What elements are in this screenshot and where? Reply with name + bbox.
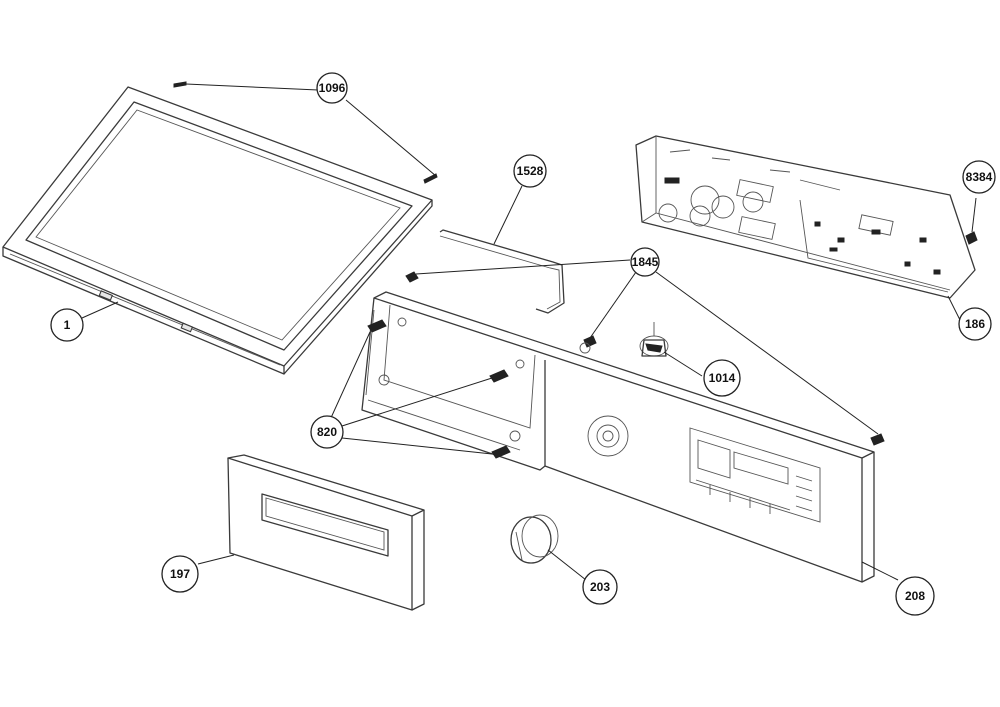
callout-1-label: 1 (64, 318, 71, 332)
callout-1096: 1096 (316, 72, 348, 104)
callout-203: 203 (582, 569, 618, 605)
screw-1845-c (870, 433, 885, 446)
callout-1845-label: 1845 (632, 255, 659, 269)
callout-1528-label: 1528 (517, 164, 544, 178)
callout-8384: 8384 (962, 160, 996, 194)
callout-1014-label: 1014 (709, 371, 736, 385)
screw-1096-right (423, 173, 438, 184)
callout-1: 1 (50, 308, 84, 342)
callout-1528: 1528 (513, 154, 547, 188)
top-cover-part (2, 86, 433, 375)
callout-820-label: 820 (317, 425, 337, 439)
callout-208-label: 208 (905, 589, 925, 603)
callout-186: 186 (958, 307, 992, 341)
callout-203-label: 203 (590, 580, 610, 594)
screw-1845-a (405, 271, 419, 283)
control-board-part (635, 135, 976, 299)
control-panel-part (361, 291, 875, 583)
callout-8384-label: 8384 (966, 170, 993, 184)
drawer-197-part (227, 454, 425, 611)
callout-208: 208 (895, 576, 935, 616)
callout-1096-label: 1096 (319, 81, 346, 95)
callout-197: 197 (161, 555, 199, 593)
screw-8384 (965, 231, 978, 245)
button-1014-part (639, 322, 669, 357)
clip-820-b (489, 369, 509, 383)
clip-820-c (491, 445, 511, 459)
callout-1014: 1014 (703, 359, 741, 397)
knob-203-part (510, 514, 559, 564)
rod-1528-part (439, 229, 565, 314)
callout-820: 820 (310, 415, 344, 449)
callout-186-label: 186 (965, 317, 985, 331)
leader-lines (81, 83, 977, 581)
callout-1845: 1845 (630, 247, 660, 277)
screw-1096-left (173, 81, 187, 88)
clip-820-a (367, 319, 387, 333)
callout-197-label: 197 (170, 567, 190, 581)
